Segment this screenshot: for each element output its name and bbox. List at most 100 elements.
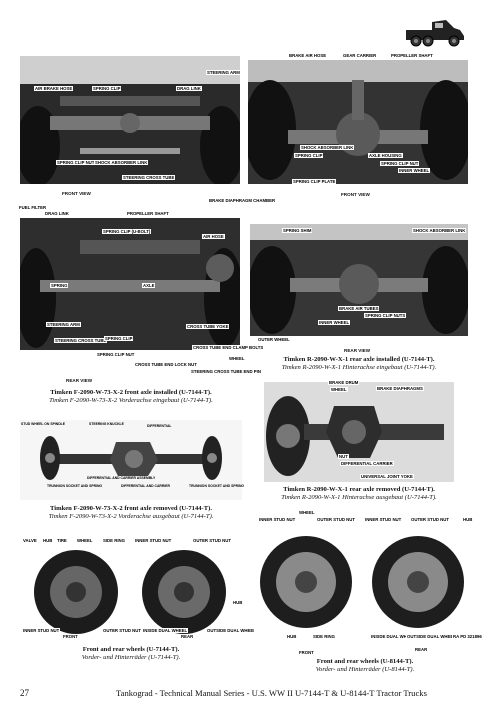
view-label: REAR VIEW bbox=[66, 378, 93, 383]
figure-label: STEERING ARM bbox=[46, 322, 81, 327]
figure-label: HUB bbox=[286, 634, 298, 639]
figure-label: INNER WHEEL bbox=[318, 320, 351, 325]
caption-en: Timken F-2090-W-73-X-2 front axle remove… bbox=[49, 505, 212, 512]
caption-en: Timken R-2090-W-X-1 rear axle removed (U… bbox=[283, 486, 435, 493]
figure-label: STEERING ARM bbox=[206, 70, 241, 75]
figure-label: SPRING CLIP NUT bbox=[56, 160, 96, 165]
figure-label: OUTER WHEEL bbox=[257, 337, 291, 342]
figure-label: INSIDE DUAL WHEEL bbox=[370, 634, 417, 639]
figure-label: SHOCK ABSORBER LINK bbox=[300, 145, 355, 150]
figure-label: NUT bbox=[338, 454, 349, 459]
figure-label: AIR BRAKE HOSE bbox=[34, 86, 74, 91]
figure-label: HUB bbox=[42, 538, 54, 543]
rear-axle-rear-view-photo bbox=[250, 224, 468, 336]
figure-label: TRUNNION SOCKET AND SPRING bbox=[189, 484, 245, 488]
caption-en: Timken F-2090-W-73-X-2 front axle instal… bbox=[50, 389, 212, 396]
caption-front-axle-removed: Timken F-2090-W-73-X-2 front axle remove… bbox=[20, 505, 242, 521]
caption-de: Timken F-2090-W-73-X-2 Vorderachse ausge… bbox=[48, 513, 214, 521]
caption-front-axle-installed: Timken F-2090-W-73-X-2 front axle instal… bbox=[20, 389, 242, 405]
rear-axle-removed-photo bbox=[264, 382, 454, 482]
figure-label: FRONT bbox=[298, 650, 315, 655]
figure-label: FUEL FILTER bbox=[18, 205, 48, 210]
figure-label: HUB bbox=[232, 600, 244, 605]
wheels-u8144t-photos bbox=[254, 524, 474, 632]
page-number: 27 bbox=[20, 688, 29, 698]
front-axle-removed-illustration bbox=[20, 420, 242, 500]
figure-label: BRAKE AIR TUBES bbox=[338, 306, 380, 311]
figure-label: STEERING CROSS TUBE bbox=[122, 175, 176, 180]
figure-label: OUTER STUD NUT bbox=[192, 538, 232, 543]
figure-label: SPRING CLIP NUTS bbox=[364, 313, 407, 318]
caption-de: Timken F-2090-W-73-X-2 Vorderachse einge… bbox=[49, 397, 213, 405]
view-label: FRONT VIEW bbox=[62, 191, 91, 196]
figure-label: BRAKE DIAPHRAGMS bbox=[376, 386, 424, 391]
caption-rear-axle-removed: Timken R-2090-W-X-1 rear axle removed (U… bbox=[248, 486, 470, 502]
figure-label: SPRING CLIP NUT bbox=[380, 161, 420, 166]
figure-label: OUTER STUD NUT bbox=[410, 517, 450, 522]
figure-label: SHOCK ABSORBER LINK bbox=[412, 228, 467, 233]
figure-label: RA PD 321896 bbox=[452, 634, 483, 639]
figure-label: STUD WHEEL ON SPINDLE bbox=[21, 422, 66, 426]
figure-label: WHEEL bbox=[76, 538, 94, 543]
figure-label: SPRING CLIP bbox=[92, 86, 122, 91]
figure-label: GEAR CARRIER bbox=[342, 53, 378, 58]
caption-rear-axle-installed: Timken R-2090-W-X-1 rear axle installed … bbox=[248, 356, 470, 372]
figure-label: SPRING CLIP NUT bbox=[96, 352, 136, 357]
figure-label: INNER STUD NUT bbox=[134, 538, 173, 543]
figure-label: SHOCK ABSORBER LINK bbox=[94, 160, 149, 165]
figure-label: INSIDE DUAL WHEEL bbox=[142, 628, 189, 633]
figure-label: OUTER STUD NUT bbox=[102, 628, 142, 633]
figure-label: DIFFERENTIAL CARRIER bbox=[340, 461, 394, 466]
figure-label: BRAKE DRUM bbox=[328, 380, 360, 385]
figure-label: UNIVERSAL JOINT YOKE bbox=[360, 474, 414, 479]
figure-label: SIDE RING bbox=[102, 538, 126, 543]
figure-label: WHEEL bbox=[298, 510, 316, 515]
figure-label: REAR bbox=[414, 647, 429, 652]
rear-axle-front-view-photo bbox=[248, 60, 468, 184]
figure-label: SPRING CLIP bbox=[294, 153, 324, 158]
figure-label: WHEEL bbox=[228, 356, 246, 361]
figure-label: HUB bbox=[462, 517, 474, 522]
figure-label: INNER WHEEL bbox=[398, 168, 431, 173]
figure-label: FRONT bbox=[62, 634, 79, 639]
caption-de: Vorder- und Hinterräder (U-7144-T). bbox=[81, 654, 181, 662]
view-label: REAR VIEW bbox=[344, 348, 371, 353]
figure-label: AXLE HOUSING bbox=[368, 153, 403, 158]
figure-label: WHEEL bbox=[330, 387, 348, 392]
caption-wheels-u7144t: Front and rear wheels (U-7144-T). Vorder… bbox=[20, 646, 242, 662]
figure-label: DRAG LINK bbox=[176, 86, 202, 91]
view-label: FRONT VIEW bbox=[341, 192, 370, 197]
truck-icon bbox=[402, 14, 476, 50]
figure-label: AXLE bbox=[142, 283, 156, 288]
figure-label: SPRING bbox=[50, 283, 69, 288]
series-title: Tankograd - Technical Manual Series - U.… bbox=[116, 688, 427, 698]
figure-label: STEERING CROSS TUBE bbox=[54, 338, 108, 343]
figure-label: BRAKE DIAPHRAGM CHAMBER bbox=[208, 198, 277, 203]
figure-label: CROSS TUBE END LOCK NUT bbox=[134, 362, 198, 367]
figure-label: INNER STUD NUT bbox=[22, 628, 61, 633]
figure-label: SPRING CLIP bbox=[104, 336, 134, 341]
figure-label: STEERING CROSS TUBE END PIN bbox=[190, 369, 262, 374]
figure-label: REAR bbox=[180, 634, 195, 639]
figure-label: CROSS TUBE YOKE bbox=[186, 324, 230, 329]
figure-label: TIRE bbox=[56, 538, 68, 543]
caption-wheels-u8144t: Front and rear wheels (U-8144-T). Vorder… bbox=[254, 658, 476, 674]
caption-de: Vorder- und Hinterräder (U-8144-T). bbox=[315, 666, 415, 674]
figure-label: PROPELLER SHAFT bbox=[390, 53, 434, 58]
caption-en: Timken R-2090-W-X-1 rear axle installed … bbox=[283, 356, 435, 363]
figure-label: INNER STUD NUT bbox=[364, 517, 403, 522]
figure-label: STEERING KNUCKLE bbox=[89, 422, 124, 426]
figure-label: DIFFERENTIAL bbox=[147, 424, 172, 428]
figure-label: SIDE RING bbox=[312, 634, 336, 639]
figure-label: OUTSIDE DUAL WHEEL bbox=[406, 634, 457, 639]
figure-label: SPRING CLIP PLATE bbox=[292, 179, 337, 184]
figure-label: BRAKE AIR HOSE bbox=[288, 53, 328, 58]
figure-label: OUTER STUD NUT bbox=[316, 517, 356, 522]
figure-label: TRUNNION SOCKET AND SPRING bbox=[47, 484, 103, 488]
caption-en: Front and rear wheels (U-8144-T). bbox=[316, 658, 414, 665]
figure-label: OUTSIDE DUAL WHEEL bbox=[206, 628, 257, 633]
caption-de: Timken R-2090-W-X-1 Hinterachse ausgebau… bbox=[281, 494, 437, 502]
caption-de: Timken R-2090-W-X-1 Hinterachse eingebau… bbox=[281, 364, 437, 372]
figure-label: DIFFERENTIAL AND CARRIER bbox=[121, 484, 170, 488]
figure-label: DIFFERENTIAL AND CARRIER ASSEMBLY bbox=[87, 476, 156, 480]
